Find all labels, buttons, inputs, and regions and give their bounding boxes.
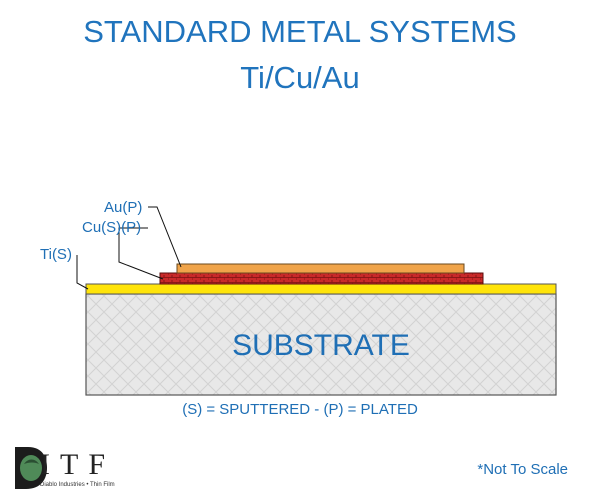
logo-d-emblem xyxy=(15,447,47,489)
process-legend: (S) = SPUTTERED - (P) = PLATED xyxy=(182,401,418,418)
diagram-title: STANDARD METAL SYSTEMS xyxy=(83,14,517,49)
company-logo: ITF Diablo Industries • Thin Film xyxy=(10,444,120,492)
substrate-label: SUBSTRATE xyxy=(232,329,410,362)
scale-note: *Not To Scale xyxy=(477,461,568,478)
cu-layer-label: Cu(S)(P) xyxy=(82,219,142,236)
ti-leader-line xyxy=(76,255,89,290)
logo-tagline: Diablo Industries • Thin Film xyxy=(40,482,115,488)
copper-layer xyxy=(159,272,484,285)
substrate-layer xyxy=(85,293,557,396)
gold-layer xyxy=(176,263,465,274)
diagram-subtitle: Ti/Cu/Au xyxy=(240,60,360,95)
au-leader-line xyxy=(148,206,182,268)
ti-layer-label: Ti(S) xyxy=(40,246,72,263)
titanium-layer xyxy=(85,283,557,295)
cu-leader-line xyxy=(118,227,164,280)
au-layer-label: Au(P) xyxy=(104,199,143,216)
logo-letters: ITF xyxy=(40,448,115,481)
